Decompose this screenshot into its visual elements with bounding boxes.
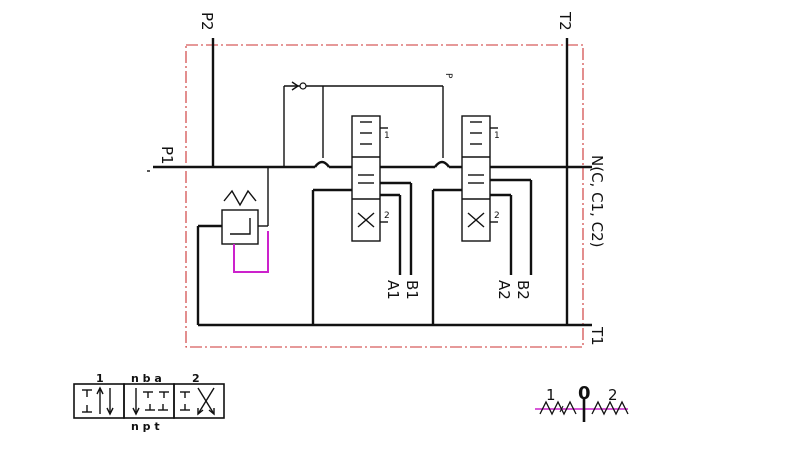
label-t2: T2 bbox=[556, 11, 574, 31]
p1-crossover-2 bbox=[434, 160, 450, 168]
label-p2: P2 bbox=[198, 12, 216, 31]
spool1-mark-1: 1 bbox=[384, 131, 390, 141]
label-n: N(C, C1, C2) bbox=[588, 155, 606, 248]
symbol-pos1-label: 1 bbox=[96, 372, 104, 385]
detent-pos1-label: 1 bbox=[546, 386, 556, 404]
p1-crossover-1 bbox=[314, 160, 330, 168]
relief-spring-icon bbox=[223, 189, 257, 207]
spool-valve-1 bbox=[351, 115, 388, 242]
detent-spring-symbol bbox=[535, 397, 629, 422]
symbol-bottom-labels: n p t bbox=[131, 420, 160, 433]
valve-body-boundary bbox=[185, 44, 584, 348]
relief-pilot-loop bbox=[233, 231, 269, 273]
symbol-top-labels: n b a bbox=[131, 372, 162, 385]
check-valve-seat-icon bbox=[299, 82, 307, 90]
check-valve-icon bbox=[291, 81, 300, 91]
spool-valve-2 bbox=[461, 115, 498, 242]
label-b2: B2 bbox=[514, 280, 532, 300]
label-a1: A1 bbox=[384, 280, 402, 300]
spool2-mark-2: 2 bbox=[494, 211, 500, 221]
relief-valve-box bbox=[221, 209, 259, 245]
label-t1: T1 bbox=[588, 326, 606, 346]
detent-pos2-label: 2 bbox=[608, 386, 618, 404]
label-a2: A2 bbox=[495, 280, 513, 300]
spool1-mark-2: 2 bbox=[384, 211, 390, 221]
valve-position-symbol bbox=[73, 383, 225, 419]
label-p1: P1 bbox=[158, 146, 176, 165]
spool2-mark-1: 1 bbox=[494, 131, 500, 141]
detent-pos0-label: 0 bbox=[578, 383, 591, 404]
label-p-small: P bbox=[443, 73, 453, 79]
label-b1: B1 bbox=[403, 280, 421, 300]
symbol-pos2-label: 2 bbox=[192, 372, 200, 385]
relief-arrow-icon bbox=[230, 218, 251, 235]
